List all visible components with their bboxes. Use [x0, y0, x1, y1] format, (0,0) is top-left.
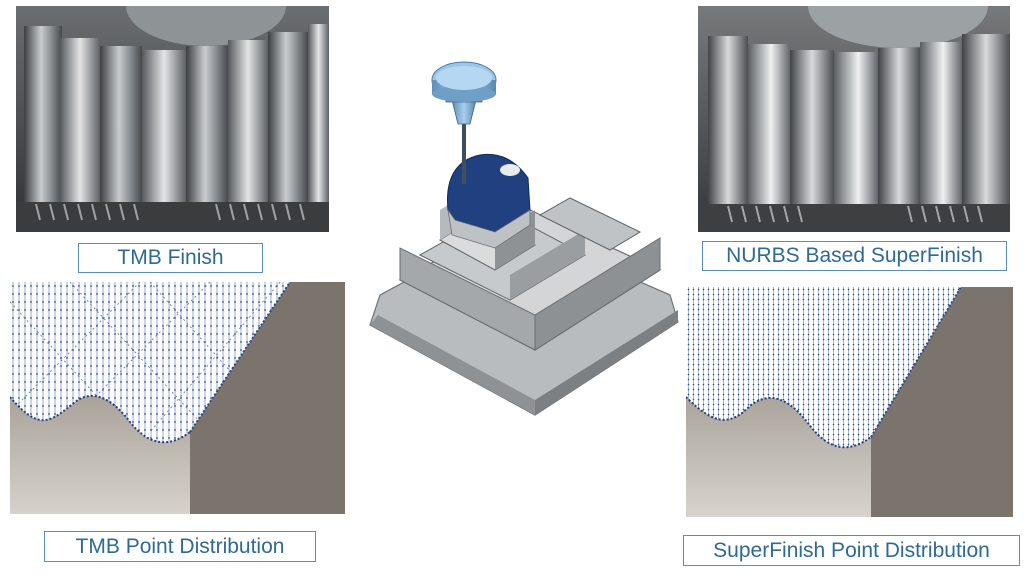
tmb-finish-label: TMB Finish [78, 243, 263, 273]
superfinish-point-distribution-plot [686, 287, 1013, 517]
tmb-points-label: TMB Point Distribution [44, 531, 316, 562]
tmb-finish-photo [16, 6, 329, 232]
machine-vise-illustration [360, 60, 690, 430]
nurbs-finish-label: NURBS Based SuperFinish [702, 241, 1007, 271]
tmb-point-distribution-plot [10, 282, 345, 514]
superfinish-points-label: SuperFinish Point Distribution [683, 535, 1020, 566]
nurbs-finish-photo [698, 6, 1010, 232]
